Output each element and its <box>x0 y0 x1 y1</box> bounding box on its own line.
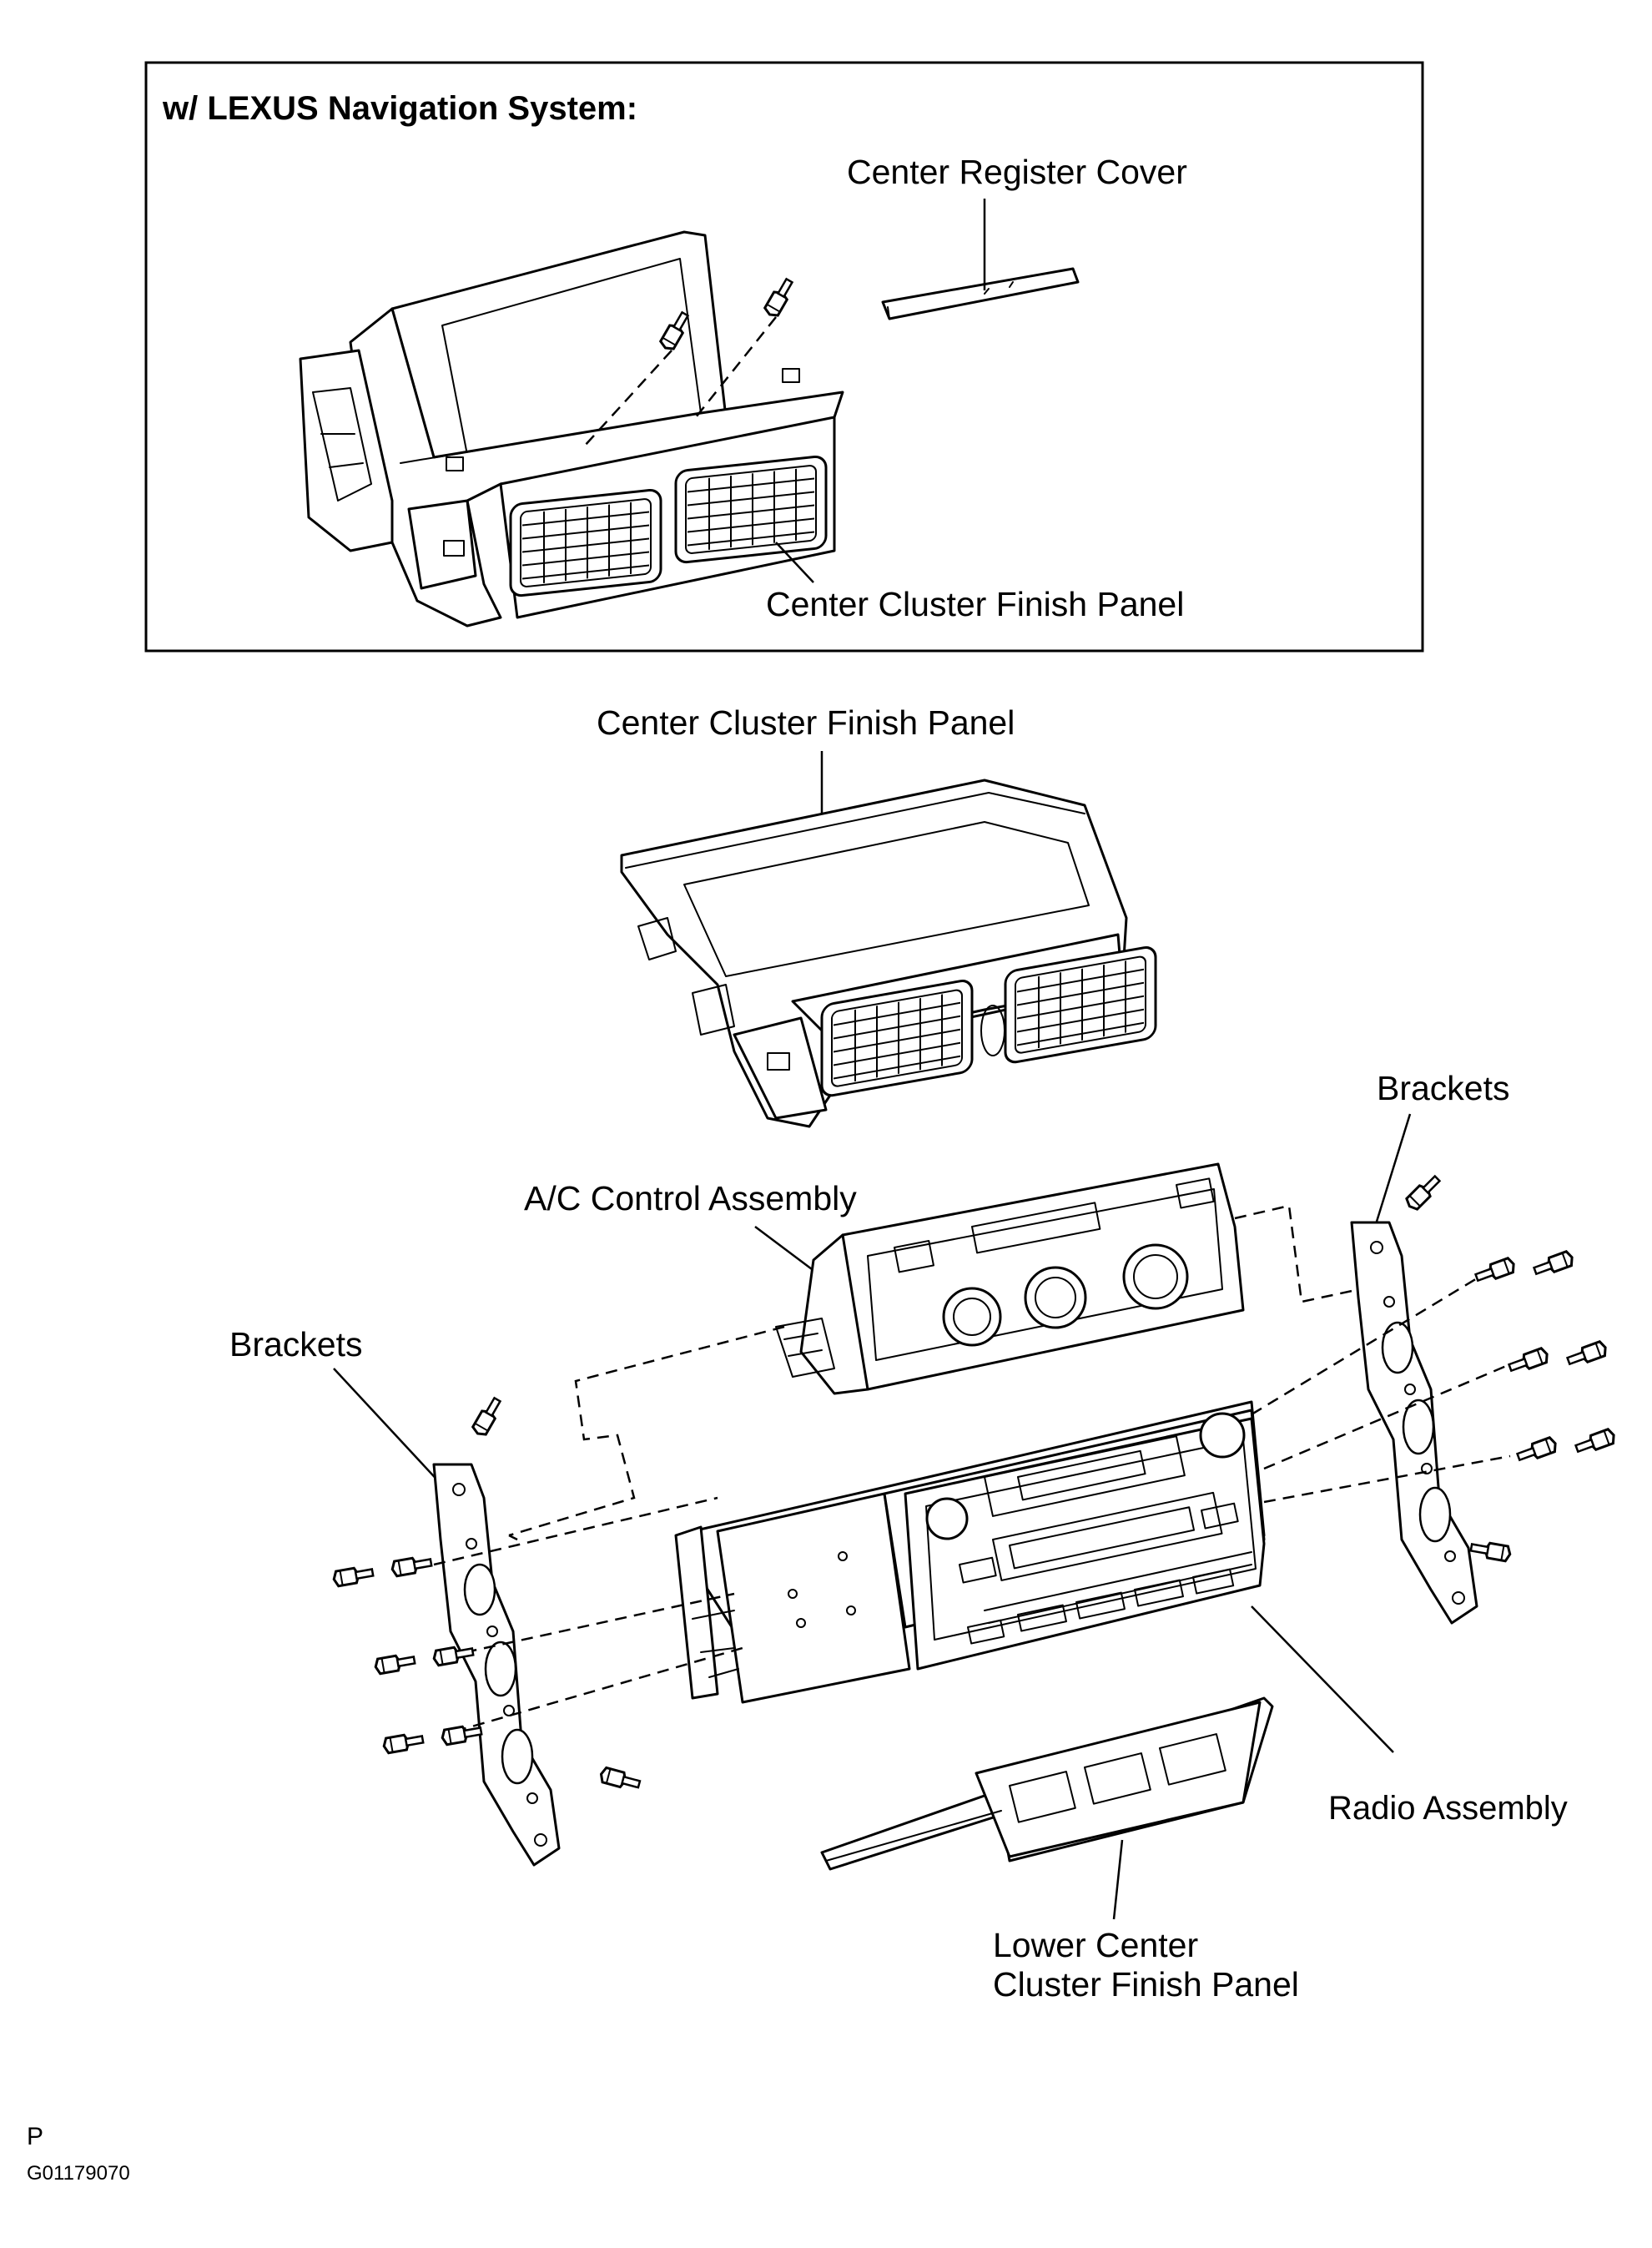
label-lower-panel-line1: Lower Center <box>993 1926 1198 1964</box>
leader-brackets-right <box>1371 1113 1412 1236</box>
center-cluster-finish-panel-part <box>620 779 1157 1128</box>
label-brackets-left: Brackets <box>229 1325 363 1363</box>
label-lower-panel-line2: Cluster Finish Panel <box>993 1965 1299 2004</box>
leader-ac-control <box>754 1226 823 1278</box>
bolts-left-row1 <box>331 1496 718 1588</box>
bolt-left-bottom <box>597 1765 642 1793</box>
bolt-right-top <box>1403 1172 1444 1213</box>
bolt-left-top <box>470 1394 506 1439</box>
inset-border <box>144 61 1424 653</box>
leader-brackets-left <box>333 1368 443 1486</box>
footer-marker: P <box>27 2123 43 2150</box>
label-radio-assembly: Radio Assembly <box>1328 1790 1568 1827</box>
radio-assembly-part <box>674 1400 1266 1704</box>
leader-radio-assembly <box>1251 1605 1394 1753</box>
bolts-right-row1 <box>1251 1248 1576 1416</box>
bolts-left-row2 <box>373 1592 735 1676</box>
guide-ac-to-left-bracket <box>508 1325 785 1537</box>
footer-figure-code: G01179070 <box>27 2162 130 2185</box>
lower-center-cluster-finish-panel-part <box>820 1696 1274 1871</box>
guide-ac-to-right-bracket <box>1234 1204 1361 1303</box>
center-register-cover-part <box>881 267 1080 320</box>
inset-label-finish-panel: Center Cluster Finish Panel <box>766 585 1184 623</box>
bracket-left-part <box>432 1463 561 1867</box>
nav-finish-panel-part <box>299 230 844 628</box>
bolts-right-row2 <box>1263 1338 1609 1470</box>
leader-lower-panel <box>1112 1839 1124 1920</box>
inset-heading: w/ LEXUS Navigation System: <box>162 90 637 127</box>
label-brackets-right: Brackets <box>1377 1069 1510 1107</box>
leader-inset-finish-panel <box>775 542 814 583</box>
ac-control-assembly-part <box>775 1162 1245 1395</box>
bolt-right-bottom <box>1468 1539 1513 1563</box>
bolts-left-row3 <box>381 1646 743 1755</box>
label-ac-control-assembly: A/C Control Assembly <box>524 1179 857 1217</box>
inset-label-register-cover: Center Register Cover <box>847 153 1187 191</box>
label-center-cluster-finish-panel: Center Cluster Finish Panel <box>597 703 1015 742</box>
bolts-right-row3 <box>1263 1426 1618 1504</box>
navigation-system-inset: w/ LEXUS Navigation System: Center Regis… <box>144 61 1424 653</box>
